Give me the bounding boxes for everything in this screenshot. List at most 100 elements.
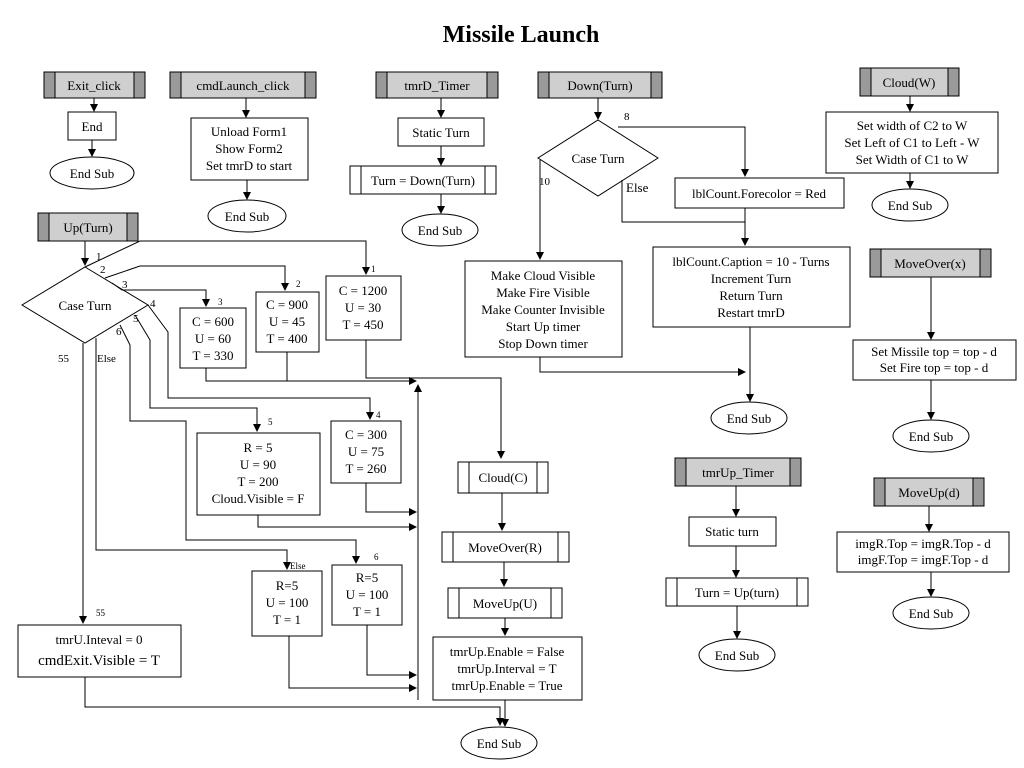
up-box-55: tmrU.Inteval = 0 cmdExit.Visible = T [17, 624, 182, 678]
up-call-moveup: MoveUp(U) [447, 587, 563, 619]
svg-text:tmrUp.Interval = T: tmrUp.Interval = T [457, 661, 556, 676]
up-box-2: C = 900 U = 45 T = 400 [255, 291, 320, 353]
svg-text:Set Width of C1 to W: Set Width of C1 to W [856, 152, 969, 167]
svg-text:MoveOver(R): MoveOver(R) [468, 540, 542, 555]
svg-text:Else: Else [290, 561, 306, 571]
exit-click-title: Exit_click [67, 78, 121, 93]
cmd-launch-end-sub: End Sub [207, 199, 287, 233]
up-box-4: C = 300 U = 75 T = 260 [330, 420, 402, 484]
diagram-title: Missile Launch [443, 22, 600, 48]
svg-text:Else: Else [97, 353, 116, 365]
tmrup-static-box: Static turn [688, 516, 777, 547]
svg-text:Case Turn: Case Turn [571, 151, 625, 166]
svg-text:Make Fire Visible: Make Fire Visible [496, 285, 590, 300]
svg-text:T = 260: T = 260 [345, 461, 386, 476]
cmd-launch-title: cmdLaunch_click [196, 78, 290, 93]
svg-text:lblCount.Caption = 10 - Turns: lblCount.Caption = 10 - Turns [672, 254, 829, 269]
up-call-cloud: Cloud(C) [457, 461, 549, 494]
svg-text:Cloud(C): Cloud(C) [478, 470, 527, 485]
svg-text:8: 8 [624, 111, 630, 123]
svg-text:tmrU.Inteval = 0: tmrU.Inteval = 0 [55, 632, 142, 647]
svg-text:R = 5: R = 5 [243, 440, 272, 455]
tmrd-call-box: Turn = Down(Turn) [349, 165, 497, 195]
svg-text:imgR.Top = imgR.Top - d: imgR.Top = imgR.Top - d [855, 536, 991, 551]
cmd-launch-box: Unload Form1 Show Form2 Set tmrD to star… [190, 117, 309, 181]
down-forecolor-box: lblCount.Forecolor = Red [674, 177, 845, 209]
svg-text:End Sub: End Sub [909, 429, 953, 444]
up-box-5: R = 5 U = 90 T = 200 Cloud.Visible = F [196, 432, 321, 516]
up-turn-header: Up(Turn) [37, 212, 139, 242]
svg-text:2: 2 [100, 264, 106, 276]
svg-text:lblCount.Forecolor = Red: lblCount.Forecolor = Red [692, 186, 827, 201]
svg-text:T = 450: T = 450 [342, 317, 383, 332]
svg-text:U = 45: U = 45 [269, 314, 305, 329]
cmd-launch-header: cmdLaunch_click [169, 71, 317, 99]
down-case-decision: Case Turn [537, 119, 659, 197]
svg-text:R=5: R=5 [276, 578, 299, 593]
svg-text:Down(Turn): Down(Turn) [567, 78, 632, 93]
exit-end-sub-text: End Sub [70, 166, 114, 181]
svg-text:U = 60: U = 60 [195, 331, 231, 346]
svg-text:Static turn: Static turn [705, 524, 759, 539]
svg-text:T = 1: T = 1 [273, 612, 301, 627]
moveup-d-end-sub: End Sub [892, 596, 970, 630]
svg-text:5: 5 [133, 313, 139, 325]
tmrup-call-box: Turn = Up(turn) [665, 577, 809, 607]
svg-text:T = 330: T = 330 [192, 348, 233, 363]
svg-text:U = 100: U = 100 [346, 587, 389, 602]
svg-text:C = 900: C = 900 [266, 297, 308, 312]
svg-text:55: 55 [96, 608, 106, 618]
svg-text:imgF.Top = imgF.Top - d: imgF.Top = imgF.Top - d [858, 552, 989, 567]
svg-text:Turn = Up(turn): Turn = Up(turn) [695, 585, 779, 600]
svg-text:Set Missile top = top - d: Set Missile top = top - d [871, 344, 997, 359]
svg-text:Else: Else [626, 180, 649, 195]
svg-text:Show Form2: Show Form2 [215, 141, 283, 156]
svg-text:Set tmrD to start: Set tmrD to start [206, 158, 293, 173]
svg-text:tmrUp.Enable = False: tmrUp.Enable = False [450, 644, 565, 659]
cloud-w-box: Set width of C2 to W Set Left of C1 to L… [825, 111, 999, 174]
svg-text:U = 100: U = 100 [266, 595, 309, 610]
svg-text:C = 1200: C = 1200 [339, 283, 388, 298]
tmrd-end-sub: End Sub [401, 213, 479, 247]
tmrd-timer-header: tmrD_Timer [375, 71, 499, 99]
down-caption-box: lblCount.Caption = 10 - Turns Increment … [652, 246, 851, 328]
moveover-x-header: MoveOver(x) [869, 248, 992, 278]
svg-text:Static Turn: Static Turn [412, 125, 470, 140]
svg-text:tmrUp.Enable = True: tmrUp.Enable = True [452, 678, 563, 693]
svg-text:Set width of C2 to W: Set width of C2 to W [857, 118, 968, 133]
down-turn-header: Down(Turn) [537, 71, 663, 99]
svg-text:3: 3 [218, 297, 223, 307]
exit-end-sub: End Sub [49, 156, 135, 190]
svg-text:End Sub: End Sub [888, 198, 932, 213]
svg-text:C = 300: C = 300 [345, 427, 387, 442]
cloud-w-header: Cloud(W) [859, 67, 960, 97]
svg-text:End Sub: End Sub [727, 411, 771, 426]
up-box-6: R=5 U = 100 T = 1 [331, 564, 403, 626]
svg-text:4: 4 [376, 410, 381, 420]
up-box-1: C = 1200 U = 30 T = 450 [325, 275, 402, 341]
svg-text:End Sub: End Sub [477, 736, 521, 751]
svg-text:1: 1 [96, 251, 102, 263]
svg-text:End Sub: End Sub [715, 648, 759, 663]
svg-text:55: 55 [58, 353, 70, 365]
svg-text:End Sub: End Sub [418, 223, 462, 238]
exit-end-text: End [82, 119, 103, 134]
svg-text:tmrUp_Timer: tmrUp_Timer [702, 465, 774, 480]
moveup-d-header: MoveUp(d) [873, 477, 985, 507]
svg-text:tmrD_Timer: tmrD_Timer [404, 78, 470, 93]
svg-text:1: 1 [371, 264, 376, 274]
tmrd-static-box: Static Turn [397, 117, 485, 147]
svg-text:U = 30: U = 30 [345, 300, 381, 315]
svg-text:Increment Turn: Increment Turn [711, 271, 792, 286]
svg-text:Restart tmrD: Restart tmrD [717, 305, 785, 320]
up-call-moveover: MoveOver(R) [441, 531, 570, 563]
svg-text:4: 4 [150, 298, 156, 310]
moveover-x-end-sub: End Sub [892, 419, 970, 453]
svg-text:Cloud(W): Cloud(W) [883, 75, 936, 90]
svg-text:U = 75: U = 75 [348, 444, 384, 459]
svg-text:Up(Turn): Up(Turn) [63, 220, 112, 235]
svg-text:End Sub: End Sub [909, 606, 953, 621]
svg-text:5: 5 [268, 417, 273, 427]
svg-text:T = 1: T = 1 [353, 604, 381, 619]
